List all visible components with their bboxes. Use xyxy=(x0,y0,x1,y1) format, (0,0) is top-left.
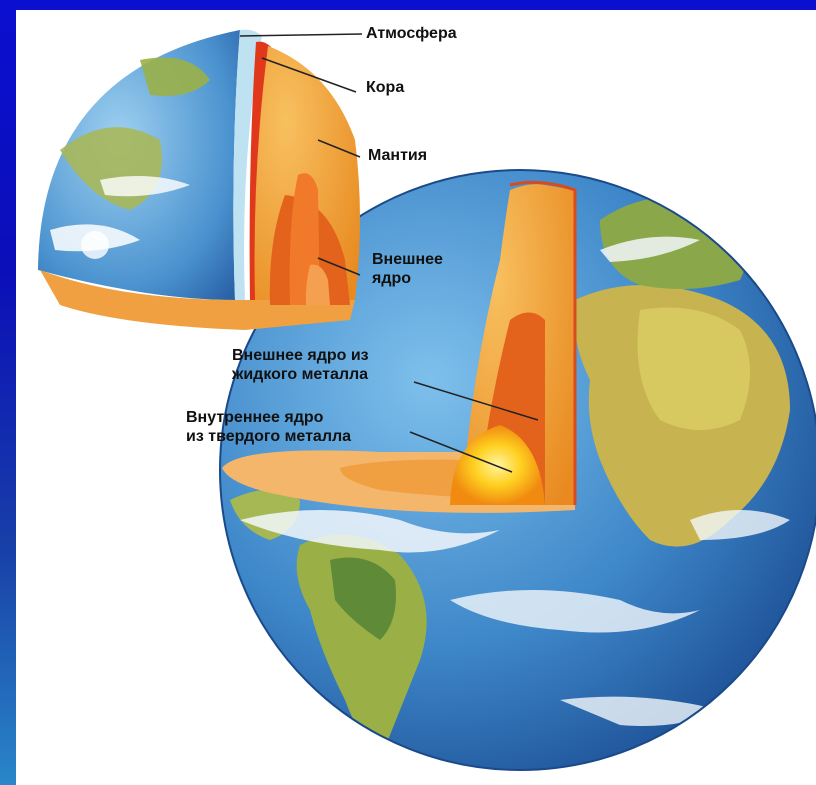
atmosphere-leader xyxy=(239,33,363,37)
outer-core-leader xyxy=(317,257,361,276)
mantle-leader xyxy=(317,139,361,158)
crust-edge xyxy=(509,180,577,505)
crust-label: Кора xyxy=(366,79,405,96)
small-segment-cyclone xyxy=(81,231,109,259)
liquid-core-label-line1: Внешнее ядро из xyxy=(232,347,369,364)
liquid-core-label-line2: жидкого металла xyxy=(232,366,369,383)
liquid-core-label: Внешнее ядро из жидкого металла xyxy=(232,346,369,384)
outer-core-label-line1: Внешнее xyxy=(372,251,443,268)
mantle-label: Мантия xyxy=(368,147,428,164)
solid-core-leader xyxy=(409,431,513,473)
cloud-band xyxy=(240,510,500,553)
outer-core-label-line2: ядро xyxy=(372,270,412,287)
cloud-band xyxy=(450,590,700,633)
atmosphere-label: Атмосфера xyxy=(366,25,457,42)
crust-leader xyxy=(261,57,357,93)
africa-desert xyxy=(637,307,750,430)
big-globe xyxy=(219,169,816,771)
small-segment xyxy=(38,29,360,330)
small-inner-core xyxy=(305,264,330,305)
atmosphere-layer xyxy=(233,29,262,300)
small-segment-cloud xyxy=(100,176,190,197)
solid-core-label-line2: из твердого металла xyxy=(186,428,352,445)
small-segment-land xyxy=(140,57,210,96)
amazon-forest xyxy=(330,557,396,640)
solid-core-label-line1: Внутреннее ядро xyxy=(186,409,324,426)
inner-core xyxy=(450,425,545,505)
cloud-band xyxy=(690,510,790,540)
leader-lines xyxy=(239,33,539,473)
outer-core-label: Внешнее ядро xyxy=(372,250,443,288)
cloud-band xyxy=(560,696,720,726)
liquid-core-leader xyxy=(413,381,539,421)
cloud-band xyxy=(600,236,700,262)
big-globe-outline xyxy=(219,169,816,771)
big-globe-continents xyxy=(230,197,790,760)
mantle-top-face xyxy=(40,270,355,330)
solid-core-label: Внутреннее ядро из твердого металла xyxy=(186,408,351,446)
